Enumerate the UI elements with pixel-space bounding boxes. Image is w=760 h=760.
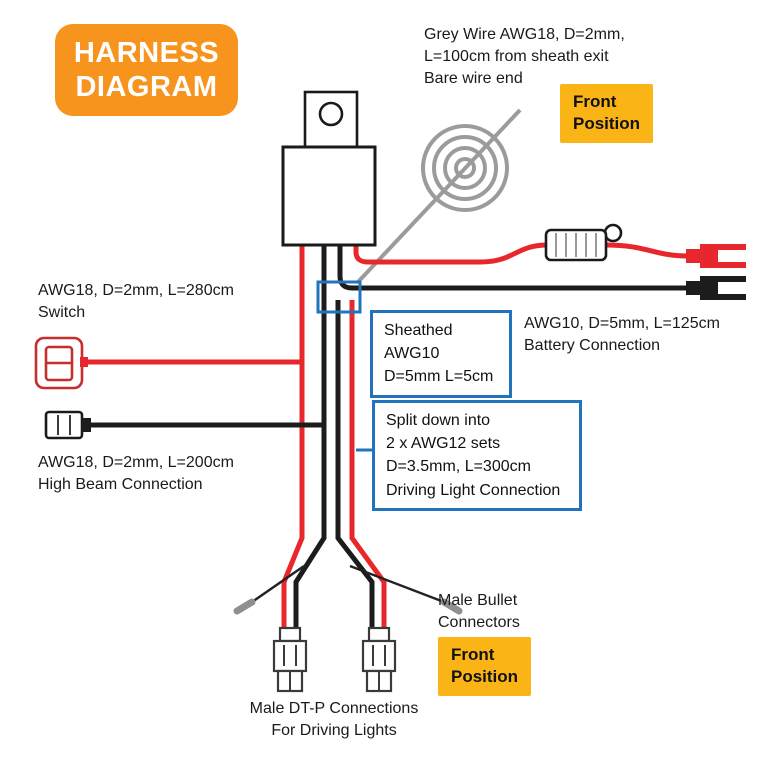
callout-line: Driving Light Connection: [386, 481, 561, 499]
battery-black-wire: [337, 245, 690, 291]
battery-red-wire: [353, 242, 691, 265]
bullet-lead-left: [251, 565, 305, 603]
title-badge-line: HARNESS: [73, 36, 220, 69]
fork-terminal-red-icon: [686, 244, 746, 268]
note-line: Switch: [38, 304, 86, 322]
driving-red-wire-right: [349, 300, 387, 632]
high-beam-label: AWG18, D=2mm, L=200cm High Beam Connecti…: [38, 452, 234, 496]
note-line: AWG18, D=2mm, L=280cm: [38, 282, 234, 299]
bullet-connectors-label: Male Bullet Connectors: [438, 590, 520, 634]
bullet-lead-right: [349, 564, 445, 604]
fork-terminal-black-icon: [686, 276, 746, 300]
note-line: AWG10, D=5mm, L=125cm: [524, 315, 720, 332]
bullet-tip-right-icon: [440, 598, 463, 615]
callout-line: Split down into: [386, 412, 491, 429]
relay-icon: [281, 90, 377, 247]
note-line: Male DT-P Connections: [249, 700, 419, 717]
note-line: Bare wire end: [424, 70, 523, 88]
front-position-bottom-label: Front Position: [438, 637, 532, 696]
driving-black-wire-left: [293, 245, 327, 632]
title-badge: HARNESS DIAGRAM: [55, 24, 238, 116]
sheathed-callout: Sheathed AWG10 D=5mm L=5cm: [370, 310, 512, 398]
title-badge-line: DIAGRAM: [75, 71, 218, 103]
driving-red-wire-left: [281, 245, 305, 632]
note-line: Male Bullet: [438, 592, 518, 609]
callout-line: AWG10: [384, 345, 440, 363]
note-line: Battery Connection: [524, 337, 661, 355]
split-callout: Split down into 2 x AWG12 sets D=3.5mm, …: [372, 400, 582, 511]
callout-line: D=5mm L=5cm: [384, 368, 494, 386]
note-line: For Driving Lights: [271, 722, 397, 740]
high-beam-connector-icon: [44, 410, 91, 440]
note-line: AWG18, D=2mm, L=200cm: [38, 454, 234, 471]
note-line: Connectors: [438, 614, 520, 632]
front-position-top-label: Front Position: [560, 84, 654, 143]
wire-coil-icon: [421, 124, 509, 212]
dtp-connector-left-icon: [272, 626, 308, 693]
tag-line: Front: [451, 645, 495, 664]
tag-line: Front: [573, 92, 617, 111]
callout-line: 2 x AWG12 sets: [386, 435, 501, 453]
note-line: L=100cm from sheath exit: [424, 48, 609, 66]
driving-black-wire-right: [335, 300, 375, 632]
grey-wire-note: Grey Wire AWG18, D=2mm, L=100cm from she…: [424, 24, 625, 90]
fuse-holder-icon: [544, 223, 623, 262]
dtp-connectors-label: Male DT-P Connections For Driving Lights: [229, 698, 439, 742]
rocker-switch-icon: [34, 336, 88, 390]
sheath-highlight: [316, 280, 362, 314]
switch-label: AWG18, D=2mm, L=280cm Switch: [38, 280, 234, 324]
battery-label: AWG10, D=5mm, L=125cm Battery Connection: [524, 313, 720, 357]
note-line: Grey Wire AWG18, D=2mm,: [424, 26, 625, 43]
note-line: High Beam Connection: [38, 476, 203, 494]
callout-line: D=3.5mm, L=300cm: [386, 458, 531, 476]
tag-line: Position: [451, 667, 519, 687]
dtp-connector-right-icon: [361, 626, 397, 693]
tag-line: Position: [573, 114, 641, 134]
bullet-tip-left-icon: [233, 598, 256, 615]
callout-line: Sheathed: [384, 322, 453, 339]
